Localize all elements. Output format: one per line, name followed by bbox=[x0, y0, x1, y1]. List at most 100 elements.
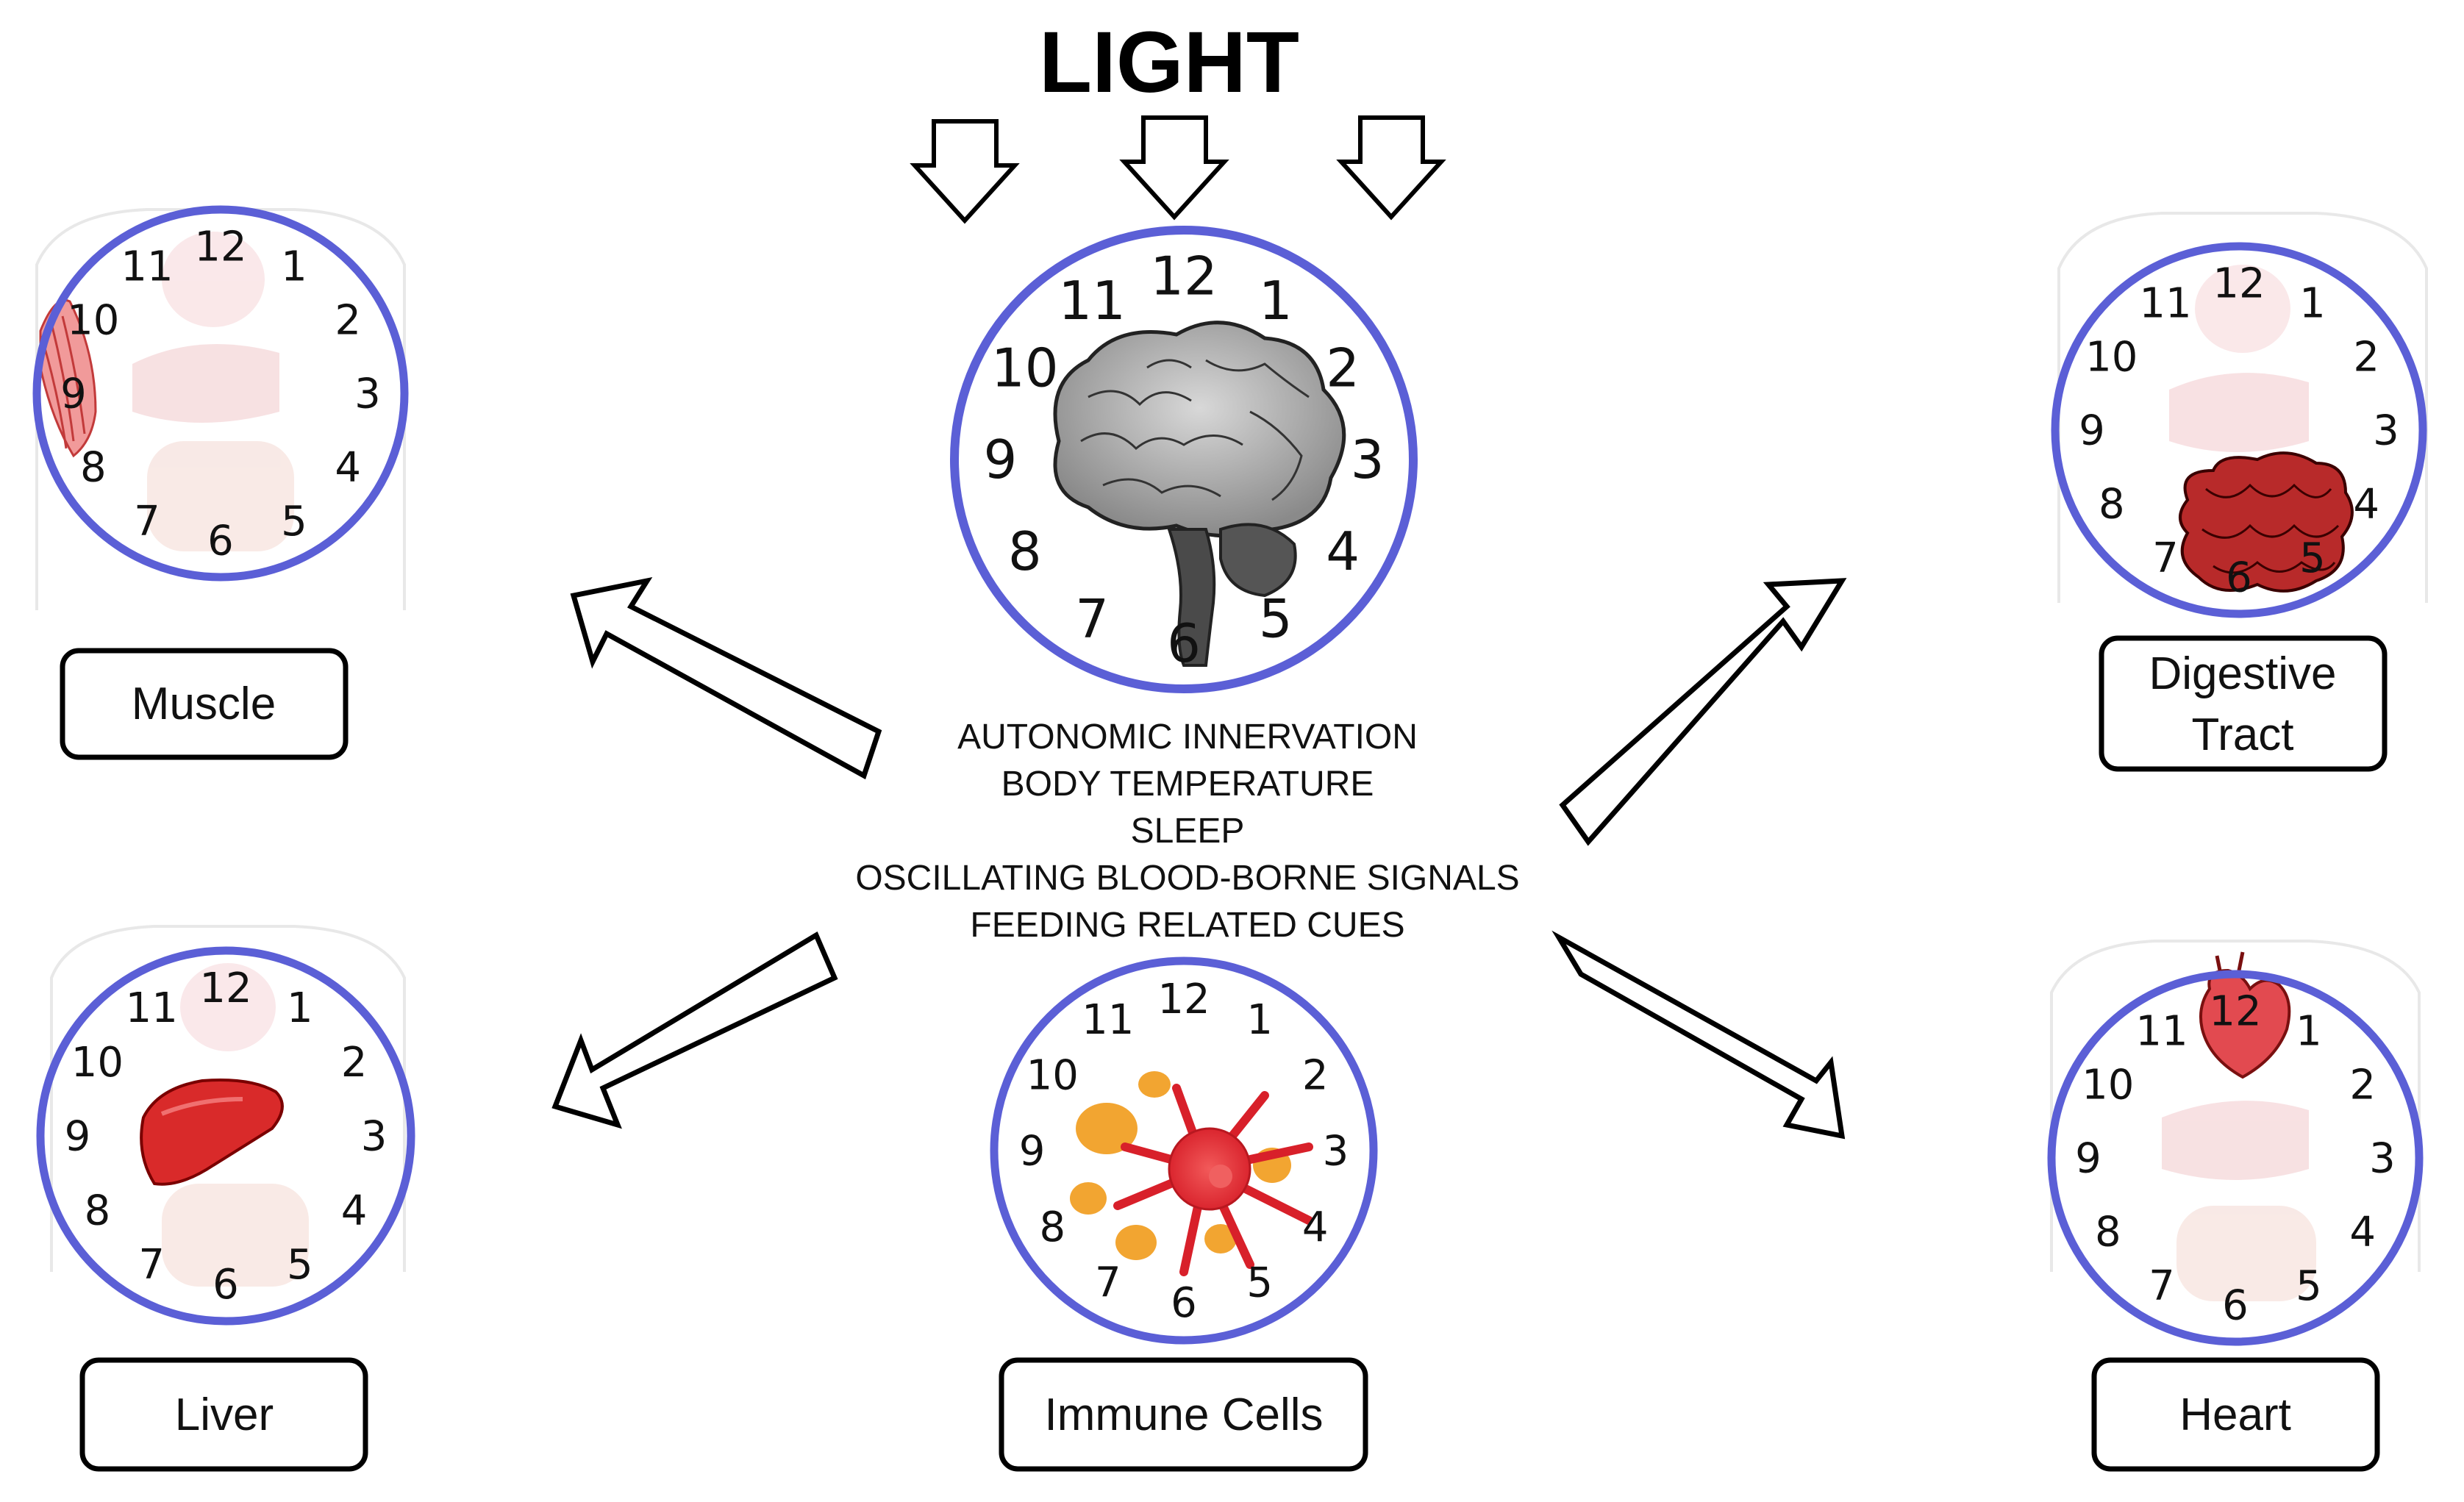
body-silhouette-liver bbox=[50, 925, 406, 1272]
clock-number: 11 bbox=[1058, 270, 1126, 332]
clock-number: 11 bbox=[126, 984, 178, 1032]
clock-number: 1 bbox=[281, 243, 307, 290]
clock-number: 6 bbox=[213, 1261, 239, 1309]
arrow-to-liver bbox=[551, 931, 838, 1129]
clock-number: 10 bbox=[2085, 334, 2138, 382]
clock-number: 4 bbox=[335, 444, 361, 492]
clock-number: 8 bbox=[80, 444, 107, 492]
clock-number: 7 bbox=[1075, 587, 1109, 649]
clock-ring bbox=[990, 956, 1378, 1345]
cue-line: BODY TEMPERATURE bbox=[1001, 765, 1374, 804]
clock-number: 5 bbox=[1246, 1259, 1273, 1306]
clock-number: 4 bbox=[1326, 521, 1360, 582]
label-liver: Liver bbox=[175, 1390, 274, 1440]
faint-organs bbox=[132, 232, 2316, 1301]
label-box-liver bbox=[79, 1357, 368, 1472]
body-silhouette-digestive bbox=[2057, 212, 2428, 603]
clock-number: 1 bbox=[2299, 279, 2326, 327]
clock-number: 5 bbox=[281, 498, 307, 546]
clock-number: 11 bbox=[121, 243, 173, 290]
clock-number: 8 bbox=[1039, 1204, 1065, 1251]
clock-number: 7 bbox=[134, 498, 160, 546]
clock-number: 10 bbox=[1026, 1051, 1079, 1099]
clock-number: 7 bbox=[2149, 1262, 2175, 1310]
label-box-heart bbox=[2091, 1357, 2380, 1472]
label-box-digestive bbox=[2099, 635, 2388, 772]
peripheral-arrows bbox=[551, 576, 1847, 1140]
clock-number: 10 bbox=[2082, 1062, 2134, 1109]
down-arrow-icon bbox=[910, 119, 1020, 224]
label-heart: Heart bbox=[2179, 1390, 2291, 1440]
clock-number: 6 bbox=[2226, 554, 2252, 602]
clock-number: 12 bbox=[2213, 260, 2265, 308]
clock-number: 5 bbox=[1259, 587, 1293, 649]
clock-number: 9 bbox=[60, 371, 87, 418]
label-immune: Immune Cells bbox=[1045, 1390, 1324, 1440]
down-arrow-icon bbox=[1336, 115, 1446, 221]
cue-line: FEEDING RELATED CUES bbox=[970, 906, 1404, 945]
intestine-icon bbox=[2179, 451, 2354, 593]
clock-number: 2 bbox=[2349, 1062, 2376, 1109]
liver-icon bbox=[140, 1079, 284, 1186]
label-muscle: Muscle bbox=[132, 679, 276, 729]
clock-number: 8 bbox=[2095, 1209, 2121, 1256]
clock-number: 12 bbox=[199, 965, 251, 1012]
arrow-to-digestive bbox=[1559, 578, 1847, 846]
clock-ring bbox=[2051, 242, 2427, 618]
clock-number: 4 bbox=[1302, 1204, 1329, 1251]
clock-number: 4 bbox=[2353, 481, 2379, 529]
clock-number: 2 bbox=[1302, 1051, 1329, 1099]
clock-number: 5 bbox=[287, 1241, 313, 1289]
clock-number: 1 bbox=[1259, 270, 1293, 332]
clock-ring bbox=[32, 205, 409, 582]
label-box-immune bbox=[999, 1357, 1368, 1472]
clock-number: 5 bbox=[2296, 1262, 2322, 1310]
clock-number: 12 bbox=[194, 223, 246, 271]
clock-number: 11 bbox=[1082, 996, 1134, 1044]
muscle-icon bbox=[39, 299, 97, 458]
clock-number: 2 bbox=[335, 297, 361, 345]
clock-number: 5 bbox=[2299, 534, 2326, 582]
clock-number: 6 bbox=[2222, 1282, 2249, 1330]
clock-number: 8 bbox=[85, 1187, 111, 1234]
clock-number: 11 bbox=[2139, 279, 2191, 327]
immune-cell-icon bbox=[1070, 1071, 1313, 1276]
clock-number: 2 bbox=[1326, 337, 1360, 398]
clock-number: 8 bbox=[2099, 481, 2125, 529]
clock-ring bbox=[950, 226, 1418, 693]
label-box-muscle bbox=[60, 648, 349, 760]
clock-number: 10 bbox=[991, 337, 1059, 398]
clock-number: 7 bbox=[1095, 1259, 1121, 1306]
clock-number: 3 bbox=[1323, 1128, 1349, 1176]
central-cues: AUTONOMIC INNERVATION BODY TEMPERATURE S… bbox=[855, 718, 1519, 945]
clock-number: 9 bbox=[2075, 1135, 2101, 1183]
label-digestive-line1: Digestive bbox=[2149, 648, 2337, 699]
clock-number: 11 bbox=[2135, 1007, 2188, 1055]
label-digestive-line2: Tract bbox=[2192, 709, 2294, 760]
light-arrows bbox=[910, 115, 1446, 224]
clock-number: 1 bbox=[1246, 996, 1273, 1044]
clock-number: 1 bbox=[2296, 1007, 2322, 1055]
arrow-to-muscle bbox=[570, 576, 882, 780]
clock-number: 4 bbox=[2349, 1209, 2376, 1256]
clock-number: 3 bbox=[361, 1113, 388, 1161]
clock-number: 12 bbox=[1157, 976, 1210, 1023]
clock-number: 12 bbox=[2209, 988, 2261, 1036]
body-silhouette-heart bbox=[2050, 940, 2421, 1272]
clock-number: 7 bbox=[138, 1241, 165, 1289]
arrow-to-heart bbox=[1551, 930, 1846, 1140]
clock-number: 2 bbox=[2353, 334, 2379, 382]
cue-line: SLEEP bbox=[1131, 812, 1245, 851]
clock-number: 9 bbox=[65, 1113, 91, 1161]
down-arrow-icon bbox=[1119, 115, 1229, 221]
clock-number: 3 bbox=[1351, 429, 1385, 490]
clock-number: 6 bbox=[1167, 612, 1201, 674]
